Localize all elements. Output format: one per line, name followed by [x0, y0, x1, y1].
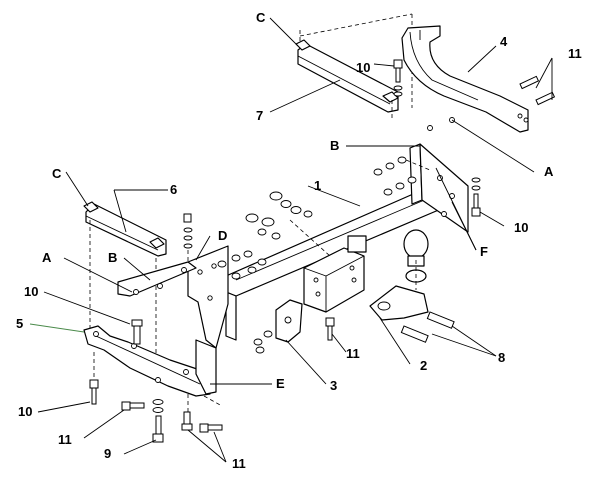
callout-8: 8 [498, 350, 505, 365]
bolt-9 [152, 399, 164, 443]
leader-lines [29, 17, 553, 463]
bolt-11-left [121, 401, 145, 411]
callout-d: D [218, 228, 227, 243]
towball-2 [303, 229, 429, 321]
bracket-5 [83, 261, 217, 397]
washer-row-mid [217, 191, 331, 280]
bolts-11-bottom [181, 394, 223, 433]
callout-c-top: C [256, 10, 266, 25]
side-plate-left [187, 245, 229, 349]
callout-2: 2 [420, 358, 427, 373]
callout-5: 5 [16, 316, 23, 331]
callout-10-left: 10 [24, 284, 38, 299]
callout-a-left: A [42, 250, 52, 265]
callout-4: 4 [500, 34, 508, 49]
bolts-8 [400, 311, 455, 343]
callout-6: 6 [170, 182, 177, 197]
crossbar-1 [225, 143, 469, 341]
callout-11-bottom: 11 [232, 456, 246, 471]
callout-11-top: 11 [568, 46, 582, 61]
fasteners-d [183, 213, 193, 262]
callout-1: 1 [314, 178, 321, 193]
callout-10-bottom: 10 [18, 404, 32, 419]
callout-10-right: 10 [514, 220, 528, 235]
fasteners-f [373, 156, 431, 196]
callout-b-left: B [108, 250, 117, 265]
callout-c-left: C [52, 166, 62, 181]
callout-3: 3 [330, 378, 337, 393]
callout-11-mid: 11 [346, 346, 360, 361]
socket-plate-3 [253, 299, 303, 354]
bolt-10-right [471, 177, 481, 217]
bolt-11-mid [325, 317, 335, 341]
callout-f: F [480, 244, 488, 259]
bolt-10-bottom [89, 352, 99, 405]
bolt-10-top [393, 59, 403, 97]
callout-9: 9 [104, 446, 111, 461]
bolts-11-top [519, 75, 556, 106]
bracket-4 [401, 25, 529, 133]
bolt-10-left [131, 319, 143, 345]
callout-e: E [276, 376, 285, 391]
plate-6 [83, 201, 167, 380]
callout-11-left: 11 [58, 432, 72, 447]
callout-10-top: 10 [356, 60, 370, 75]
callout-b-top: B [330, 138, 339, 153]
callout-a-right: A [544, 164, 554, 179]
callout-7: 7 [256, 108, 263, 123]
